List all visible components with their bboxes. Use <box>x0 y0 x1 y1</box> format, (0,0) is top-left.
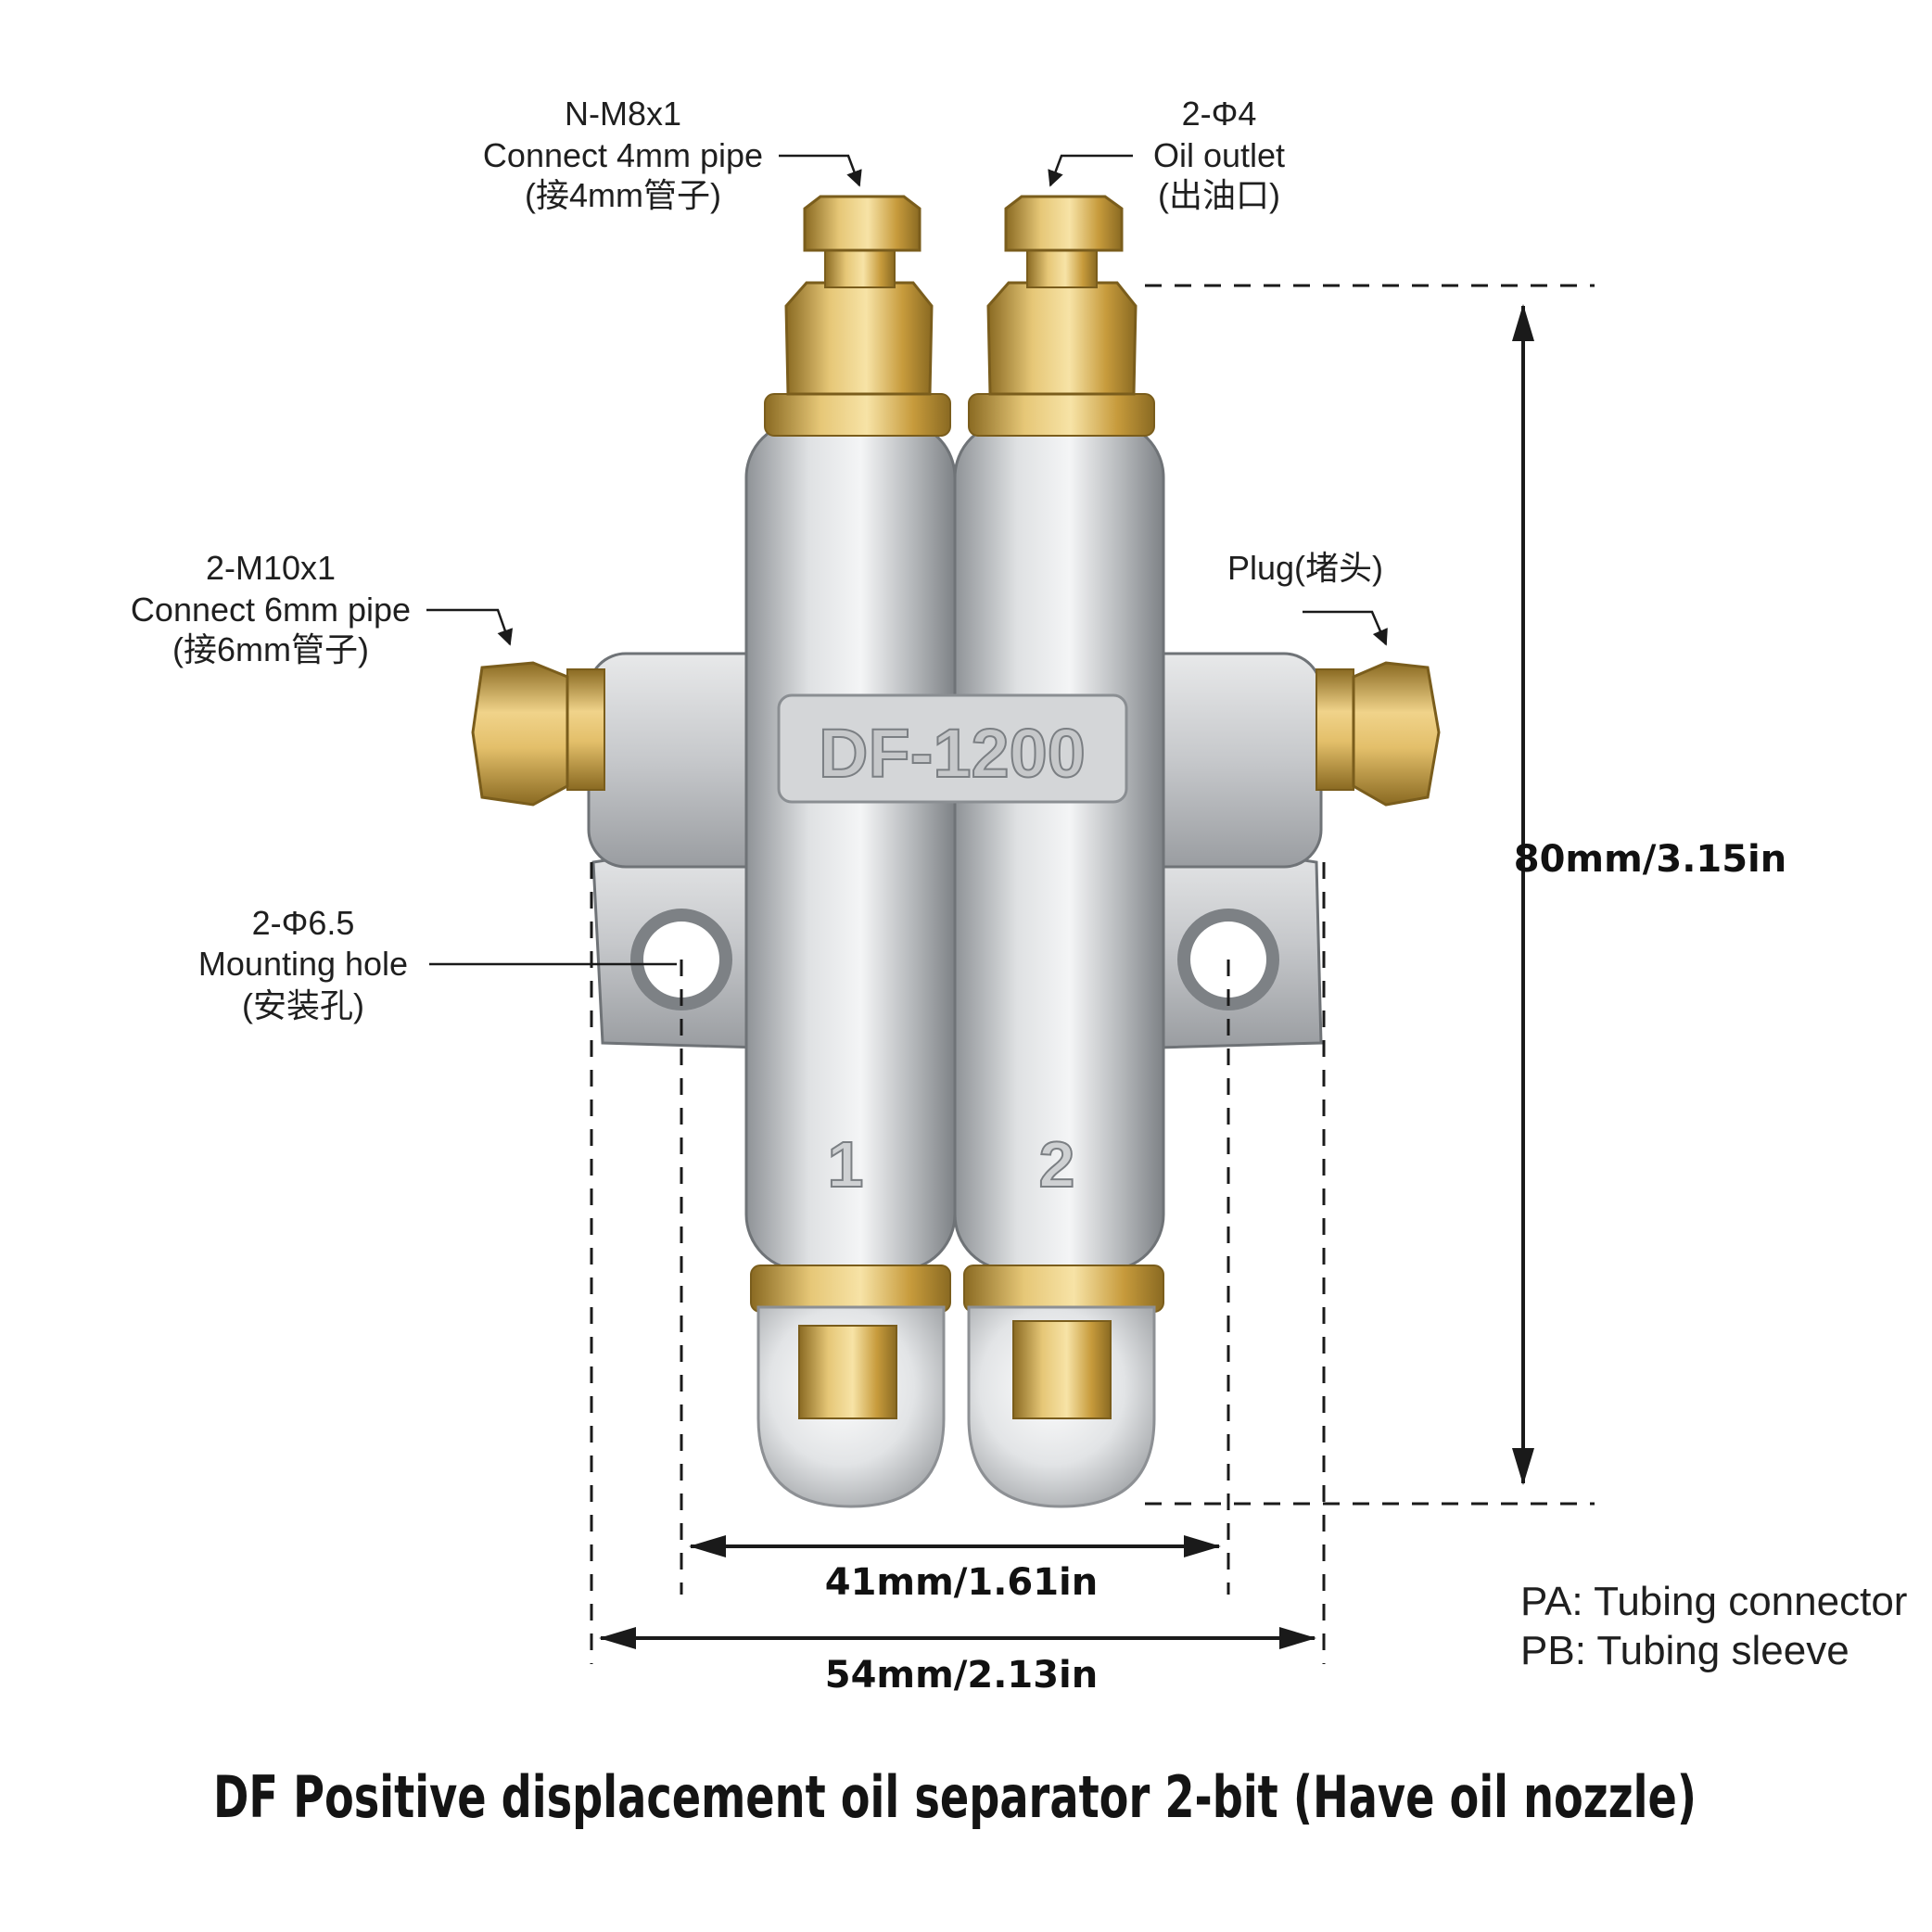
channel-2-number: 2 <box>1039 1128 1075 1201</box>
callout-inlet-side-line3: (接6mm管子) <box>172 630 369 668</box>
oil-nozzle-2 <box>963 1265 1164 1508</box>
callout-mounting-hole: 2-Φ6.5 Mounting hole (安装孔) <box>198 904 677 1024</box>
callout-inlet-top: N-M8x1 Connect 4mm pipe (接4mm管子) <box>483 95 862 214</box>
legend-pa: PA: Tubing connector <box>1520 1579 1907 1624</box>
dimension-hole-spacing: 41mm/1.61in <box>680 960 1230 1604</box>
oil-nozzle-1 <box>750 1265 951 1508</box>
legend: PA: Tubing connector PB: Tubing sleeve <box>1520 1579 1907 1673</box>
outlet-top-fitting <box>968 195 1155 437</box>
callout-outlet-top: 2-Φ4 Oil outlet (出油口) <box>1048 95 1285 214</box>
dimension-width: 54mm/2.13in <box>590 862 1326 1697</box>
inlet-side-fitting <box>471 661 605 807</box>
dimension-height-label: 80mm/3.15in <box>1514 838 1787 881</box>
dimension-hole-spacing-label: 41mm/1.61in <box>825 1561 1099 1604</box>
plug-fitting <box>1316 661 1441 807</box>
diagram-title: DF Positive displacement oil separator 2… <box>213 1763 1697 1831</box>
callout-plug: Plug(堵头) <box>1227 549 1388 646</box>
callout-inlet-top-line3: (接4mm管子) <box>525 176 721 214</box>
callout-mounting-hole-line1: 2-Φ6.5 <box>252 904 355 942</box>
dimension-width-label: 54mm/2.13in <box>825 1654 1099 1697</box>
dimension-height: 80mm/3.15in <box>1145 284 1787 1506</box>
callout-inlet-side-line1: 2-M10x1 <box>206 549 336 587</box>
oil-separator-illustration: DF-1200 1 2 <box>471 195 1441 1508</box>
callout-inlet-top-line2: Connect 4mm pipe <box>483 136 763 174</box>
callout-plug-line1: Plug(堵头) <box>1227 549 1383 587</box>
callout-outlet-top-line2: Oil outlet <box>1153 136 1285 174</box>
callout-mounting-hole-line2: Mounting hole <box>198 945 408 983</box>
callout-inlet-side-line2: Connect 6mm pipe <box>131 591 411 629</box>
model-plate <box>777 693 1128 804</box>
model-number: DF-1200 <box>819 715 1086 792</box>
callout-mounting-hole-line3: (安装孔) <box>242 986 364 1024</box>
channel-1-number: 1 <box>828 1128 864 1201</box>
callout-inlet-top-line1: N-M8x1 <box>565 95 681 133</box>
callout-outlet-top-line3: (出油口) <box>1158 176 1280 214</box>
callout-inlet-side: 2-M10x1 Connect 6mm pipe (接6mm管子) <box>131 549 514 668</box>
inlet-top-fitting <box>764 195 951 437</box>
callout-outlet-top-line1: 2-Φ4 <box>1182 95 1257 133</box>
legend-pb: PB: Tubing sleeve <box>1520 1628 1849 1673</box>
